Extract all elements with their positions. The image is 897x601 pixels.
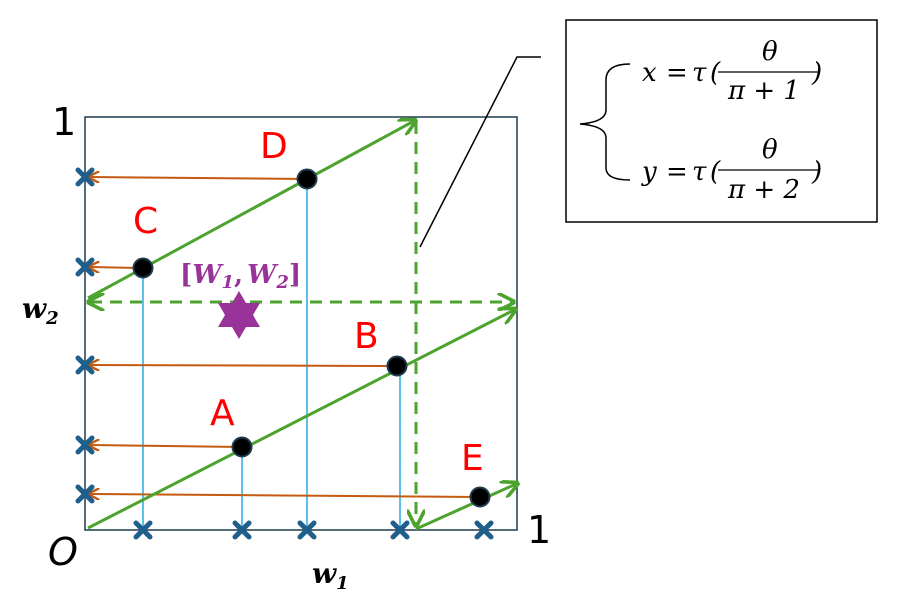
svg-text:θ: θ: [762, 135, 778, 165]
origin-label: O: [48, 530, 78, 574]
x-one-label: 1: [527, 508, 551, 552]
equation-box: [565, 19, 878, 223]
svg-text:y: y: [641, 157, 657, 187]
vertical-projection-lines: [142, 179, 401, 530]
point-A: [231, 436, 253, 458]
point-E: [469, 486, 491, 508]
trajectory-segment-3: [415, 484, 516, 531]
x-cross-E: [474, 520, 494, 540]
svg-text:τ: τ: [692, 157, 707, 187]
y-cross-C: [75, 257, 95, 277]
y-cross-D: [75, 167, 95, 187]
wrap-around-arrows: [90, 122, 512, 524]
x-axis-label: w1: [312, 557, 349, 594]
label-D: D: [260, 126, 288, 167]
target-label: [W1,W2]: [180, 260, 301, 293]
axis-crosses: [75, 167, 494, 540]
point-B: [386, 355, 408, 377]
svg-text:): ): [811, 58, 822, 88]
svg-text:(: (: [710, 157, 721, 187]
equation-y: y = τ ( θ π + 2 ): [641, 135, 822, 205]
equation-brace-icon: [579, 63, 631, 181]
label-C: C: [133, 201, 158, 242]
callout-line: [419, 56, 541, 248]
point-D: [296, 168, 318, 190]
label-A: A: [210, 393, 235, 434]
proj-arrow-D: [90, 177, 308, 179]
svg-text:θ: θ: [762, 37, 778, 67]
x-cross-D: [297, 520, 317, 540]
proj-arrow-A: [90, 445, 243, 447]
x-cross-B: [390, 520, 410, 540]
equation-x: x = τ ( θ π + 1 ): [642, 37, 822, 106]
svg-text:=: =: [666, 58, 688, 88]
svg-text:x: x: [642, 58, 657, 88]
svg-text:): ): [811, 157, 822, 187]
y-cross-B: [75, 355, 95, 375]
point-C: [132, 257, 154, 279]
x-cross-A: [232, 520, 252, 540]
y-cross-A: [75, 435, 95, 455]
label-B: B: [354, 316, 379, 357]
y-cross-E: [75, 484, 95, 504]
svg-text:=: =: [666, 157, 688, 187]
trajectory-segment-1: [87, 310, 514, 530]
y-one-label: 1: [52, 100, 76, 144]
svg-text:π + 2: π + 2: [727, 175, 800, 205]
y-axis-label: w2: [22, 292, 59, 329]
trajectory-points: [132, 168, 491, 508]
label-E: E: [461, 438, 484, 479]
proj-arrow-B: [90, 365, 398, 366]
svg-text:(: (: [710, 58, 721, 88]
target-star-icon: [218, 291, 260, 339]
svg-text:π + 1: π + 1: [727, 76, 800, 106]
x-cross-C: [133, 520, 153, 540]
svg-text:τ: τ: [692, 58, 707, 88]
